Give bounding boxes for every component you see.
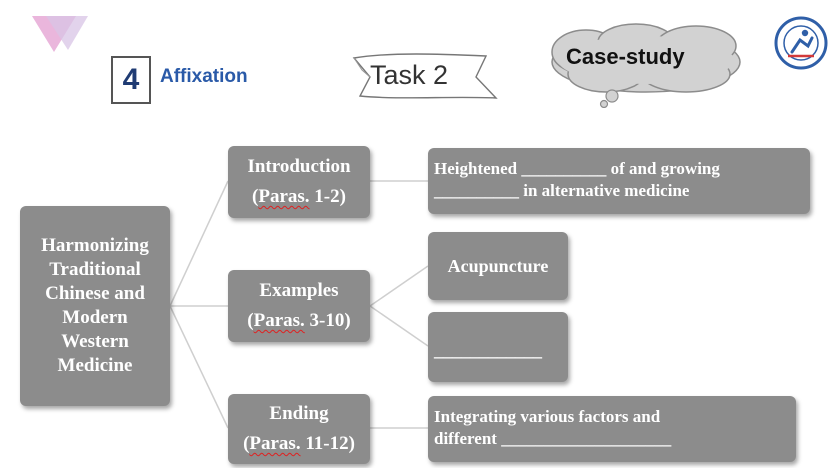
node-title: Ending: [269, 403, 329, 424]
task-label: Task 2: [370, 60, 449, 90]
node-title: Examples: [259, 280, 339, 301]
introduction-node: Introduction (Paras. 1-2): [228, 146, 370, 218]
answer-blank: __________: [434, 181, 519, 200]
scroll-banner-icon: [352, 53, 498, 99]
case-study-label: Case-study: [566, 44, 685, 69]
root-line: Western: [61, 331, 129, 352]
answer-blank: ____________________: [501, 429, 672, 448]
section-title: Affixation: [160, 66, 248, 87]
root-node: Harmonizing Traditional Chinese and Mode…: [20, 206, 170, 406]
answer-blank: __________: [521, 159, 607, 178]
root-line: Traditional: [49, 259, 141, 280]
ending-node: Ending (Paras. 11-12): [228, 394, 370, 464]
root-line: Harmonizing: [41, 235, 149, 256]
triangle-decoration-icon: [32, 16, 88, 52]
root-line: Medicine: [57, 355, 133, 376]
cloud-icon: [551, 23, 741, 108]
detail-line: __________ in alternative medicine: [434, 181, 690, 200]
detail-line: different ____________________: [434, 429, 672, 448]
detail-line: Heightened __________ of and growing: [434, 159, 720, 178]
answer-blank: ____________: [434, 340, 542, 360]
university-emblem-icon: [774, 16, 828, 70]
node-paras: (Paras. 1-2): [252, 186, 346, 207]
node-paras: (Paras. 11-12): [243, 433, 355, 454]
example-acupuncture: Acupuncture: [428, 232, 568, 300]
root-line: Modern: [62, 307, 128, 328]
detail-line: Integrating various factors and: [434, 407, 661, 426]
ending-detail: Integrating various factors and differen…: [428, 396, 796, 462]
examples-node: Examples (Paras. 3-10): [228, 270, 370, 342]
root-line: Chinese and: [45, 283, 145, 304]
section-number: 4: [122, 63, 140, 96]
section-number-box: 4: [111, 56, 151, 104]
example-label: Acupuncture: [447, 255, 549, 276]
example-blank: ____________: [428, 312, 568, 382]
node-title: Introduction: [247, 156, 351, 177]
node-paras: (Paras. 3-10): [247, 310, 351, 331]
introduction-detail: Heightened __________ of and growing ___…: [428, 148, 810, 214]
